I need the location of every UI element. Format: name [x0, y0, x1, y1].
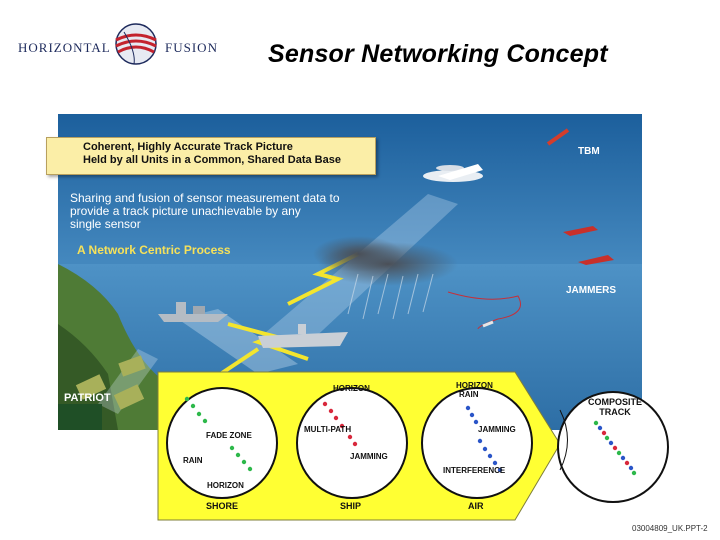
destroyer-ship-icon [158, 302, 228, 322]
shore-note-rain: RAIN [183, 456, 203, 465]
logo-globe-icon [115, 23, 157, 65]
air-note-rain: RAIN [459, 390, 479, 399]
composite-line-2: TRACK [599, 407, 631, 417]
patriot-label: PATRIOT [64, 392, 111, 404]
tbm-missile-icon [546, 128, 570, 146]
ship-note-horizon: HORIZON [333, 384, 370, 393]
jet-icon-1 [563, 226, 598, 236]
callout-line-1: Coherent, Highly Accurate Track Picture [83, 141, 293, 153]
network-centric-label: A Network Centric Process [77, 243, 231, 257]
air-note-horizon: HORIZON [456, 381, 493, 390]
callout-line-2: Held by all Units in a Common, Shared Da… [83, 154, 341, 166]
logo-text-right: FUSION [165, 40, 218, 55]
ship-label: SHIP [340, 501, 362, 511]
composite-line-1: COMPOSITE [587, 397, 642, 407]
sharing-line-2: provide a track picture unachievable by … [70, 204, 301, 218]
jet-icon-2 [578, 255, 614, 265]
patriot-launcher-icon [75, 355, 146, 410]
sharing-description: Sharing and fusion of sensor measurement… [70, 192, 420, 231]
composite-track-label: COMPOSITE TRACK [585, 397, 645, 417]
ship-note-multi-path: MULTI-PATH [304, 425, 352, 434]
carrier-ship-icon [258, 324, 348, 348]
track-picture-callout: Coherent, Highly Accurate Track Picture … [46, 137, 376, 175]
page-title: Sensor Networking Concept [268, 40, 608, 68]
jammers-label: JAMMERS [566, 285, 617, 296]
slide-footer-id: 03004809_UK.PPT-2 [632, 524, 708, 533]
ship-note-jamming: JAMMING [350, 452, 388, 461]
sharing-line-1: Sharing and fusion of sensor measurement… [70, 191, 340, 205]
awacs-aircraft-icon [423, 164, 483, 182]
air-note-interference: INTERFERENCE [443, 466, 506, 475]
sharing-line-3: single sensor [70, 217, 141, 231]
logo-text-left: HORIZONTAL [18, 40, 111, 55]
shore-note-horizon: HORIZON [207, 481, 244, 490]
air-note-jamming: JAMMING [478, 425, 516, 434]
horizontal-fusion-logo: HORIZONTAL FUSION [18, 22, 218, 66]
shore-note-fade-zone: FADE ZONE [206, 431, 252, 440]
shore-label: SHORE [206, 501, 239, 511]
tbm-label: TBM [578, 146, 600, 157]
air-label: AIR [468, 501, 484, 511]
